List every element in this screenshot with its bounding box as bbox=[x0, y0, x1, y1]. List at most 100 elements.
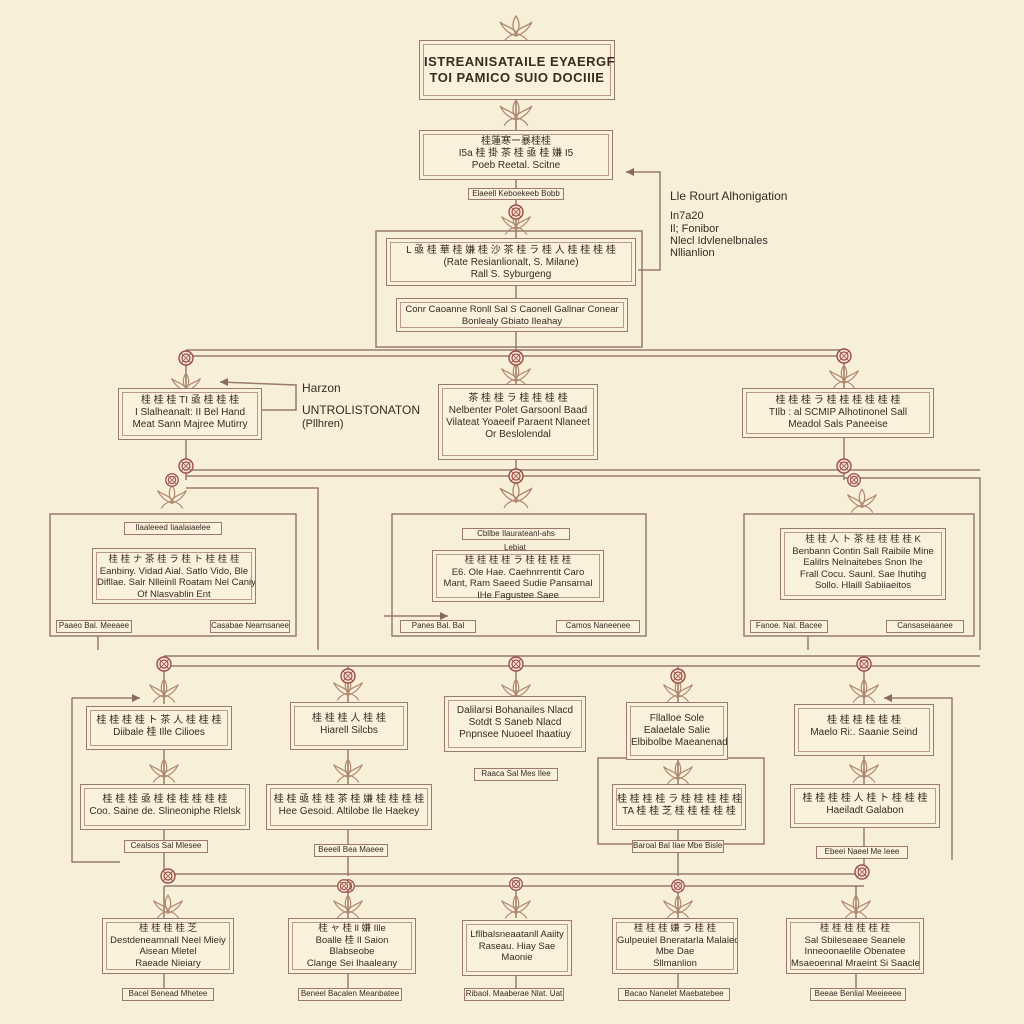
row2-box-1-line-1: 桂 桂 桂 TI 亟 桂 桂 桂 bbox=[140, 395, 240, 406]
row5-box-4: 桂 桂 桂 嫌 ラ 桂 桂 Gulpeuiel Bneratarla Malal… bbox=[612, 918, 738, 974]
row4-top-box-2-line-2: Hiarell Silcbs bbox=[320, 725, 378, 736]
side-note-1-line-2: In7a20 bbox=[670, 210, 704, 222]
row2-box-2-line-3: Vilateat Yoaeeif Paraent Nlaneet bbox=[446, 417, 590, 428]
row4-top-box-1-line-1: 桂 桂 桂 桂 ト 茶 人 桂 桂 桂 bbox=[96, 715, 222, 726]
side-note-1-line-1: Lle Rourt Alhonigation bbox=[670, 189, 788, 203]
leaf-ornament-icon bbox=[499, 480, 533, 509]
rose-ornament-icon bbox=[847, 473, 861, 487]
row4-top-box-3: Dalilarsi Bohanailes Nlacd Sotdt S Saneb… bbox=[444, 696, 586, 752]
row5-box-5-line-4: Msaeoennal Mraeint Si Saacle bbox=[791, 957, 920, 969]
rose-ornament-icon bbox=[160, 868, 176, 884]
row3-box-1-top-tag-text: Ilaaleeed Iiaalaiaelee bbox=[135, 523, 211, 532]
row4-top-box-1: 桂 桂 桂 桂 ト 茶 人 桂 桂 桂 Diibale 桂 Ille Cilio… bbox=[86, 706, 232, 750]
row5-box-3-line-2: Raseau. Hiay Sae bbox=[478, 940, 556, 952]
row5-box-3-line-3: Maonie bbox=[501, 952, 533, 963]
rose-ornament-icon bbox=[508, 350, 524, 366]
row5-box-3-line-1: Lfllbalsneaatanll Aaiity bbox=[470, 929, 564, 940]
leaf-ornament-icon bbox=[333, 894, 363, 919]
row3-box-2-top-tag: Cbllbe Ilaurateanl-ahs bbox=[462, 528, 570, 540]
leaf-ornament-icon bbox=[499, 98, 533, 127]
row5-box-2-line-3: Blabseobe bbox=[329, 946, 375, 957]
row4-bottom-box-2-line-2: Hee Gesoid. Altilobe Ile Haekey bbox=[278, 806, 420, 817]
row3-box-1-tag-left-text: Paaeo Bal. Meeaee bbox=[58, 621, 130, 630]
level2-line-3: Rall S. Syburgeng bbox=[470, 269, 552, 280]
title-line-1: ISTREANISATAILE EYAERGFE bbox=[424, 54, 615, 69]
rose-ornament-icon bbox=[508, 468, 524, 484]
row3-box-2-tag-left: Panes Bal. Bal bbox=[400, 620, 476, 633]
row3-box-1-line-2: Eanbiny. Vidad Aial. Satlo Vido, Ble bbox=[99, 565, 249, 577]
title-line-2: TOI PAMICO SUIO DOCIIIE bbox=[429, 70, 605, 85]
row3-box-3-tag-right: Cansaseiaanee bbox=[886, 620, 964, 633]
side-note-1-line-4: Nlecl Idvlenelbnales bbox=[670, 235, 768, 247]
rose-ornament-icon bbox=[670, 668, 686, 684]
level1-box: 桂蓮寒ー暴桂桂 I5a 桂 掛 茶 桂 亟 桂 嫌 I5 Poeb Reetal… bbox=[419, 130, 613, 180]
leaf-ornament-icon bbox=[149, 678, 179, 703]
row5-box-3-tag: Ribaol. Maaberae Nlat. Uat bbox=[464, 988, 564, 1001]
level2-sub-line-2: Bonlealy Gbiato Ileahay bbox=[461, 316, 563, 327]
row3-box-3-tag-left: Fanoe. Nal. Bacee bbox=[750, 620, 828, 633]
row2-box-3: 桂 桂 桂 ラ 桂 桂 桂 桂 桂 桂 TIlb : al SCMIP Alho… bbox=[742, 388, 934, 438]
row5-box-3: Lfllbalsneaatanll Aaiity Raseau. Hiay Sa… bbox=[462, 920, 572, 976]
leaf-ornament-icon bbox=[663, 760, 693, 785]
row3-box-3-line-2: Benbann Contin Sall Raibile Mine bbox=[792, 545, 934, 557]
row4-top-box-3-tag: Raaca Sal Mes Ilee bbox=[474, 768, 558, 781]
side-note-2-line-1: Harzon bbox=[302, 381, 341, 395]
leaf-ornament-icon bbox=[829, 364, 859, 389]
row4-top-box-4-line-1: Fllalloe Sole bbox=[649, 713, 705, 724]
row4-bottom-box-3-line-1: 桂 桂 桂 桂 ラ 桂 桂 桂 桂 桂 bbox=[617, 794, 743, 805]
rose-ornament-icon bbox=[165, 473, 179, 487]
row5-box-2-line-2: Boalle 桂 Il Saion bbox=[315, 934, 389, 946]
row3-box-2-line-1: 桂 桂 桂 桂 ラ 桂 桂 桂 桂 bbox=[464, 555, 572, 566]
row5-box-1-line-4: Raeade Nieiary bbox=[135, 957, 201, 969]
row2-box-3-line-2: TIlb : al SCMIP Alhotinonel Sall bbox=[768, 407, 908, 418]
row5-box-4-tag: Bacao Nanelet Maebatebee bbox=[618, 988, 730, 1001]
row4-bottom-box-2-tag: Beeell Bea Maeee bbox=[314, 844, 388, 857]
level2-line-1: L 亟 桂 華 桂 嫌 桂 沙 茶 桂 ラ 桂 人 桂 桂 桂 桂 bbox=[406, 245, 616, 256]
row4-bottom-box-4-tag-text: Ebeei Naeel Me Ieee bbox=[824, 847, 900, 856]
row4-top-box-3-line-1: Dalilarsi Bohanailes Nlacd bbox=[456, 705, 574, 716]
side-note-1-line-3: Il; Fonibor bbox=[670, 223, 719, 235]
row2-box-2-line-4: Or Beslolendal bbox=[485, 429, 551, 440]
rose-ornament-icon bbox=[340, 668, 356, 684]
leaf-ornament-icon bbox=[663, 678, 693, 703]
row3-box-2-tag-right: Camos Naneenee bbox=[556, 620, 640, 633]
row3-box-3-tag-right-text: Cansaseiaanee bbox=[897, 621, 953, 630]
row3-box-3-line-3: Ealilrs Nelnaitebes Snon Ihe bbox=[803, 557, 923, 568]
row3-box-2-line-2: E6. Ole Hae. Caehnrrentit Caro bbox=[451, 566, 585, 578]
level2-sub-box: Conr Caoanne Ronll Sal S Caonell Gallnar… bbox=[396, 298, 628, 332]
row3-box-1-line-1: 桂 桂 ナ 茶 桂 ラ 桂 ト 桂 桂 桂 bbox=[108, 554, 240, 565]
row4-top-box-5-line-2: Maelo Ri:. Saanie Seind bbox=[810, 727, 918, 738]
row5-box-4-line-2: Gulpeuiel Bneratarla Malalecees bbox=[617, 934, 738, 946]
row3-box-2-sub-tag: Lebiat bbox=[504, 543, 526, 552]
level1-tag: Elaeell Keboekeeb Bobb bbox=[468, 188, 564, 200]
row4-top-box-4: Fllalloe Sole Ealaelale Salie Elbibolbe … bbox=[626, 702, 728, 760]
row4-top-box-2-line-1: 桂 桂 桂 人 桂 桂 bbox=[312, 713, 386, 724]
row4-bottom-box-2-tag-text: Beeell Bea Maeee bbox=[318, 845, 384, 854]
row5-box-5-line-2: Sal Sbileseaee Seanele bbox=[804, 934, 906, 946]
row3-box-1-line-4: Of Nlasvablin Ent bbox=[137, 588, 211, 600]
leaf-ornament-icon bbox=[849, 758, 879, 783]
leaf-ornament-icon bbox=[663, 894, 693, 919]
row5-box-1-line-1: 桂 桂 桂 桂 芝 bbox=[138, 923, 198, 934]
row5-box-1-line-2: Destdeneamnall Neel Mieiy bbox=[110, 934, 226, 946]
rose-ornament-icon bbox=[178, 350, 194, 366]
row4-bottom-box-2: 桂 桂 亟 桂 桂 茶 桂 嫌 桂 桂 桂 桂 Hee Gesoid. Alti… bbox=[266, 784, 432, 830]
row5-box-1-tag-text: Bacel Benead Mhetee bbox=[128, 989, 208, 998]
row2-box-1-line-2: I Slalheanalt: II Bel Hand bbox=[134, 407, 246, 418]
side-note-2-line-2: UNTROLISTONATON bbox=[302, 403, 421, 417]
row5-box-1-tag: Bacel Benead Mhetee bbox=[122, 988, 214, 1001]
row3-box-2-top-tag-text: Cbllbe Ilaurateanl-ahs bbox=[477, 529, 555, 538]
row5-box-1: 桂 桂 桂 桂 芝 Destdeneamnall Neel Mieiy Aise… bbox=[102, 918, 234, 974]
row2-box-2-line-2: Nelbenter Polet Garsoonl Baad bbox=[448, 405, 588, 416]
leaf-ornament-icon bbox=[149, 758, 179, 783]
row5-box-2-tag: Beneel Bacalen Meanbatee bbox=[298, 988, 402, 1001]
row2-box-1-line-3: Meat Sann Majree Mutirry bbox=[132, 419, 248, 430]
level1-line-3: Poeb Reetal. Scitne bbox=[471, 160, 561, 171]
leaf-ornament-icon bbox=[333, 758, 363, 783]
level1-line-2: I5a 桂 掛 茶 桂 亟 桂 嫌 I5 bbox=[458, 148, 574, 159]
row4-top-box-1-line-2: Diibale 桂 Ille Cilioes bbox=[113, 727, 205, 738]
row4-top-box-3-line-2: Sotdt S Saneb Nlacd bbox=[468, 717, 562, 728]
row2-box-1: 桂 桂 桂 TI 亟 桂 桂 桂 I Slalheanalt: II Bel H… bbox=[118, 388, 262, 440]
rose-ornament-icon bbox=[508, 656, 524, 672]
